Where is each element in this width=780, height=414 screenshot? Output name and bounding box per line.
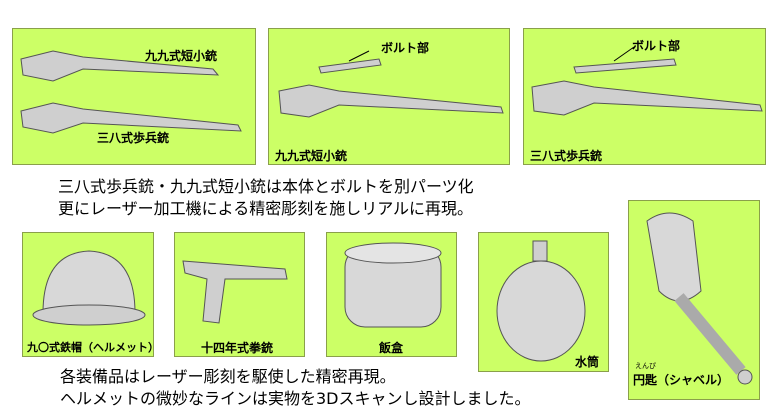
panel-type99-bolt: ボルト部 九九式短小銃 bbox=[268, 28, 510, 165]
mess-kit-illustration bbox=[344, 242, 442, 328]
label-type38-rifle: 三八式歩兵銃 bbox=[97, 131, 170, 145]
helmet-illustration bbox=[32, 250, 146, 326]
caption-rifles-line1: 三八式歩兵銃・九九式短小銃は本体とボルトを別パーツ化 bbox=[58, 177, 474, 196]
pistol-illustration bbox=[182, 260, 288, 324]
callout-bolt: ボルト部 bbox=[381, 41, 430, 55]
panel-canteen: 水筒 bbox=[478, 232, 609, 372]
rifles-illustration bbox=[20, 50, 242, 134]
label-shovel: 円匙（シャベル） bbox=[633, 373, 730, 387]
rifle-bolt-illustration bbox=[531, 46, 763, 116]
label-helmet: 九〇式鉄帽（ヘルメット） bbox=[27, 341, 159, 354]
panel-type38-bolt: ボルト部 三八式歩兵銃 bbox=[523, 28, 766, 165]
label-type99-rifle: 九九式短小銃 bbox=[145, 49, 218, 63]
panel-shovel: えんぴ 円匙（シャベル） bbox=[628, 200, 760, 400]
caption-equipment-line2: ヘルメットの微妙なラインは実物を3Dスキャンし設計しました。 bbox=[60, 389, 531, 408]
label-type38-rifle: 三八式歩兵銃 bbox=[530, 149, 603, 163]
shovel-illustration bbox=[646, 212, 753, 385]
panel-mess-kit: 飯盒 bbox=[326, 232, 457, 357]
panel-pistol: 十四年式拳銃 bbox=[174, 232, 305, 357]
label-type99-rifle: 九九式短小銃 bbox=[275, 149, 348, 163]
callout-bolt: ボルト部 bbox=[632, 39, 681, 53]
label-pistol: 十四年式拳銃 bbox=[201, 341, 274, 355]
panel-helmet: 九〇式鉄帽（ヘルメット） bbox=[22, 232, 159, 357]
caption-equipment-line1: 各装備品はレーザー彫刻を駆使した精密再現。 bbox=[60, 367, 396, 386]
label-canteen: 水筒 bbox=[575, 355, 600, 369]
ruby-enpi: えんぴ bbox=[635, 362, 656, 370]
caption-rifles-line2: 更にレーザー加工機による精密彫刻を施しリアルに再現。 bbox=[58, 199, 474, 218]
rifle-bolt-illustration bbox=[278, 50, 504, 118]
panel-rifles: 九九式短小銃 三八式歩兵銃 bbox=[12, 28, 256, 165]
canteen-illustration bbox=[496, 240, 586, 362]
label-mess-kit: 飯盒 bbox=[379, 341, 404, 355]
